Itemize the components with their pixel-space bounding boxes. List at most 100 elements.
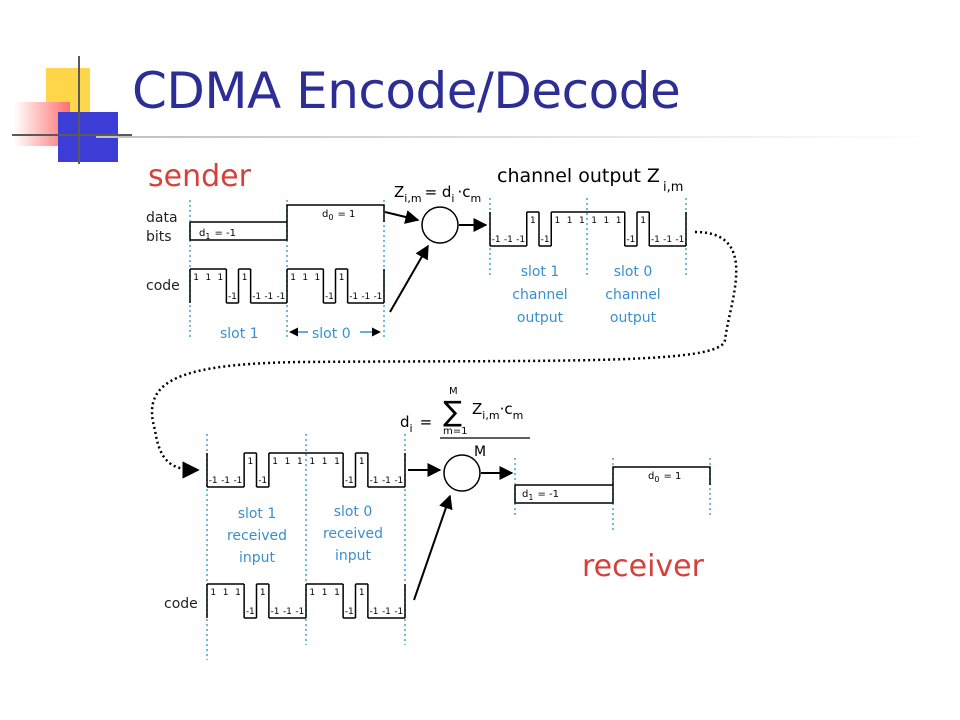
- svg-text:slot 1: slot 1: [238, 506, 277, 522]
- channel-output-chip-label: 1: [616, 216, 622, 226]
- sender-code-chip-label: 1: [314, 273, 320, 283]
- encoder-multiplier-circle: [421, 206, 459, 244]
- received-input-chip-label: 1: [334, 457, 340, 467]
- receiver-code-chip-label: -1: [246, 607, 255, 617]
- svg-text:∑: ∑: [443, 395, 462, 428]
- channel-output-chip-label: -1: [651, 235, 660, 245]
- encode-formula: Zi,m= di·cm: [394, 183, 481, 205]
- svg-text:input: input: [239, 550, 276, 566]
- svg-text:input: input: [335, 548, 372, 564]
- sender-code-chip-line: [189, 268, 385, 304]
- code-to-encoder-arrow: [389, 244, 429, 313]
- received-input-chip-label: -1: [370, 476, 379, 486]
- receiver-d1-label: d1= -1: [522, 489, 559, 502]
- svg-text:d1= -1: d1= -1: [522, 489, 559, 502]
- receiver-code-chip-label: -1: [283, 607, 292, 617]
- channel-output-chip-label: -1: [675, 235, 684, 245]
- svg-text:m=1: m=1: [443, 426, 467, 437]
- svg-text:received: received: [227, 528, 287, 544]
- channel-output-chip-label: -1: [626, 235, 635, 245]
- received-input-chip-label: -1: [258, 476, 267, 486]
- decode-formula: di= M ∑ m=1 Zi,m·cm M: [400, 386, 530, 460]
- receiver-code-chip-label: 1: [223, 588, 229, 598]
- sender-code-chip-label: -1: [252, 292, 261, 302]
- svg-text:channel output Zi,m: channel output Zi,m: [497, 165, 683, 195]
- received-input-chip-label: -1: [394, 476, 403, 486]
- svg-text:slot 0: slot 0: [614, 264, 653, 280]
- receiver-code-chip-label: -1: [271, 607, 280, 617]
- sender-code-chip-label: -1: [264, 292, 273, 302]
- receiver-code-chip-label: -1: [370, 607, 379, 617]
- svg-text:slot 1: slot 1: [521, 264, 560, 280]
- sender-code-chip-label: 1: [193, 273, 199, 283]
- channel-output-chip-label: -1: [492, 235, 501, 245]
- svg-text:channel: channel: [605, 287, 660, 303]
- channel-output-chip-label: 1: [530, 216, 536, 226]
- received-input-chip-label: 1: [272, 457, 278, 467]
- receiver-code-chip-label: 1: [210, 588, 216, 598]
- svg-text:Zi,m= di·cm: Zi,m= di·cm: [394, 183, 481, 205]
- sender-heading: sender: [148, 159, 252, 194]
- svg-text:channel: channel: [512, 287, 567, 303]
- channel-output-chip-label: 1: [591, 216, 597, 226]
- sender-d0-label: d0= 1: [322, 209, 355, 222]
- channel-output-chip-label: 1: [567, 216, 573, 226]
- svg-text:Zi,m·cm: Zi,m·cm: [472, 400, 523, 422]
- receiver-code-chip-label: 1: [235, 588, 241, 598]
- received-input-chip-line: [206, 452, 406, 488]
- channel-output-chip-label: -1: [504, 235, 513, 245]
- svg-text:M: M: [474, 444, 486, 460]
- channel-output-heading: channel output Zi,m: [497, 165, 683, 195]
- sender-code-chip-label: 1: [339, 273, 345, 283]
- code-to-decoder-arrow: [413, 494, 453, 601]
- sender-code-chip-label: -1: [276, 292, 285, 302]
- slide-title: CDMA Encode/Decode: [132, 62, 681, 120]
- receiver-code-chip-line: [206, 583, 406, 619]
- receiver-code-chip-label: -1: [345, 607, 354, 617]
- svg-text:output: output: [610, 310, 657, 326]
- sender-slot0-label: slot 0: [312, 326, 351, 342]
- svg-text:di=: di=: [400, 413, 432, 435]
- received-input-chip-label: 1: [359, 457, 365, 467]
- sender-code-chip-label: -1: [325, 292, 334, 302]
- received-input-chip-label: 1: [297, 457, 303, 467]
- received-input-chip-label: -1: [345, 476, 354, 486]
- title-rule: [96, 136, 946, 138]
- svg-text:d0= 1: d0= 1: [322, 209, 355, 222]
- received-input-chip-label: 1: [309, 457, 315, 467]
- svg-text:slot 0: slot 0: [334, 504, 373, 520]
- data-to-encoder-arrow: [384, 210, 420, 224]
- receiver-code-chip-label: 1: [260, 588, 266, 598]
- decoded-bits-waveform: [514, 466, 711, 504]
- channel-output-chip-label: 1: [579, 216, 585, 226]
- sender-slot1-label: slot 1: [220, 326, 259, 342]
- svg-text:received: received: [323, 526, 383, 542]
- receiver-code-chip-label: 1: [322, 588, 328, 598]
- channel-output-chip-label: -1: [663, 235, 672, 245]
- receiver-code-label: code: [164, 596, 198, 612]
- received-input-chip-label: -1: [209, 476, 218, 486]
- channel-output-chip-label: -1: [516, 235, 525, 245]
- received-input-chip-label: 1: [285, 457, 291, 467]
- sender-code-label: code: [146, 278, 180, 294]
- sender-code-chip-label: 1: [205, 273, 211, 283]
- svg-text:M: M: [449, 386, 458, 397]
- received-input-chip-label: -1: [221, 476, 230, 486]
- receiver-slot1-caption: slot 1 received input: [227, 506, 287, 566]
- received-input-chip-label: 1: [247, 457, 253, 467]
- channel-output-chip-label: -1: [541, 235, 550, 245]
- svg-text:d1= -1: d1= -1: [199, 228, 236, 241]
- sender-data-bits-waveform: [189, 204, 385, 241]
- sender-code-chip-label: 1: [290, 273, 296, 283]
- decor-vertical-line: [78, 56, 80, 164]
- receiver-code-chip-label: -1: [394, 607, 403, 617]
- svg-text:output: output: [517, 310, 564, 326]
- sender-code-chip-label: -1: [228, 292, 237, 302]
- receiver-code-chip-label: 1: [334, 588, 340, 598]
- data-bits-label-2: bits: [146, 229, 172, 245]
